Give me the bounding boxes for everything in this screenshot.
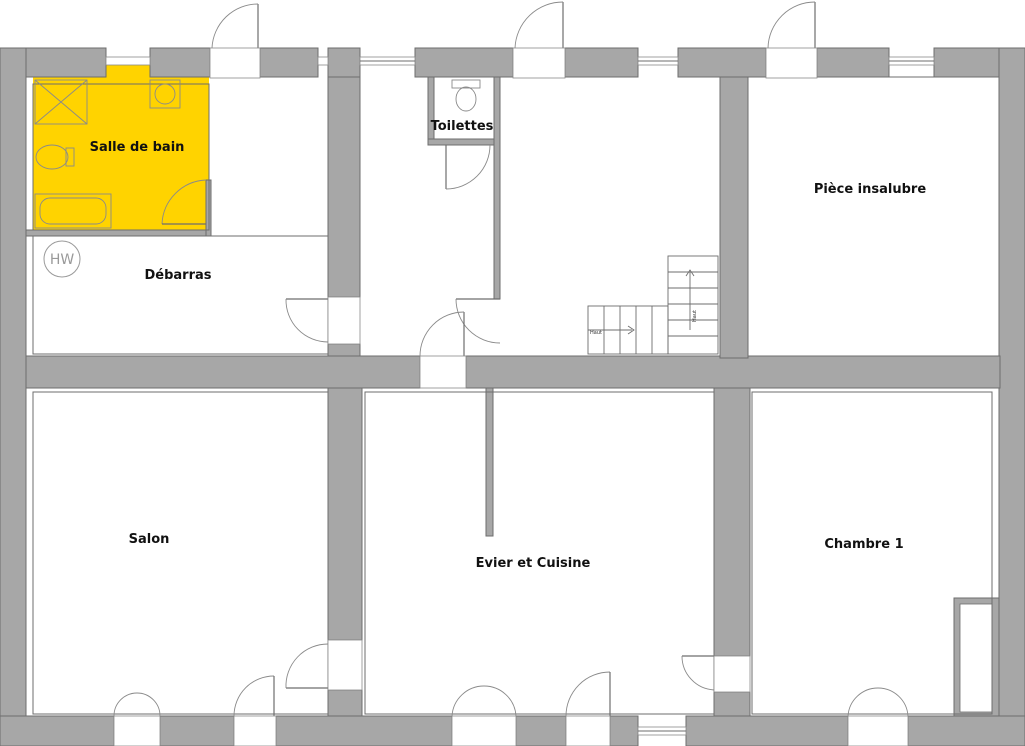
windows <box>105 56 935 736</box>
room-label-salon: Salon <box>129 532 170 547</box>
bathroom-fixtures <box>34 79 181 229</box>
outer-walls <box>0 47 1025 746</box>
staircase: Haut Haut <box>587 255 719 355</box>
room-label-piece-insalubre: Pièce insalubre <box>814 182 926 197</box>
room-label-salle-de-bain: Salle de bain <box>90 140 185 155</box>
room-outlines <box>32 76 1000 715</box>
toilet-fixture <box>451 79 481 112</box>
stair-up-label-2: Haut <box>692 310 698 322</box>
room-label-chambre-1: Chambre 1 <box>824 537 903 552</box>
stair-up-label-1: Haut <box>590 330 602 336</box>
doors <box>113 1 909 746</box>
room-label-debarras: Débarras <box>144 268 211 283</box>
room-label-toilettes: Toilettes <box>431 119 494 134</box>
room-label-evier-cuisine: Evier et Cuisine <box>476 556 591 571</box>
water-heater-icon: HW <box>43 240 81 278</box>
water-heater-label: HW <box>50 252 75 268</box>
room-labels: Salle de bain Toilettes Pièce insalubre … <box>90 119 927 571</box>
